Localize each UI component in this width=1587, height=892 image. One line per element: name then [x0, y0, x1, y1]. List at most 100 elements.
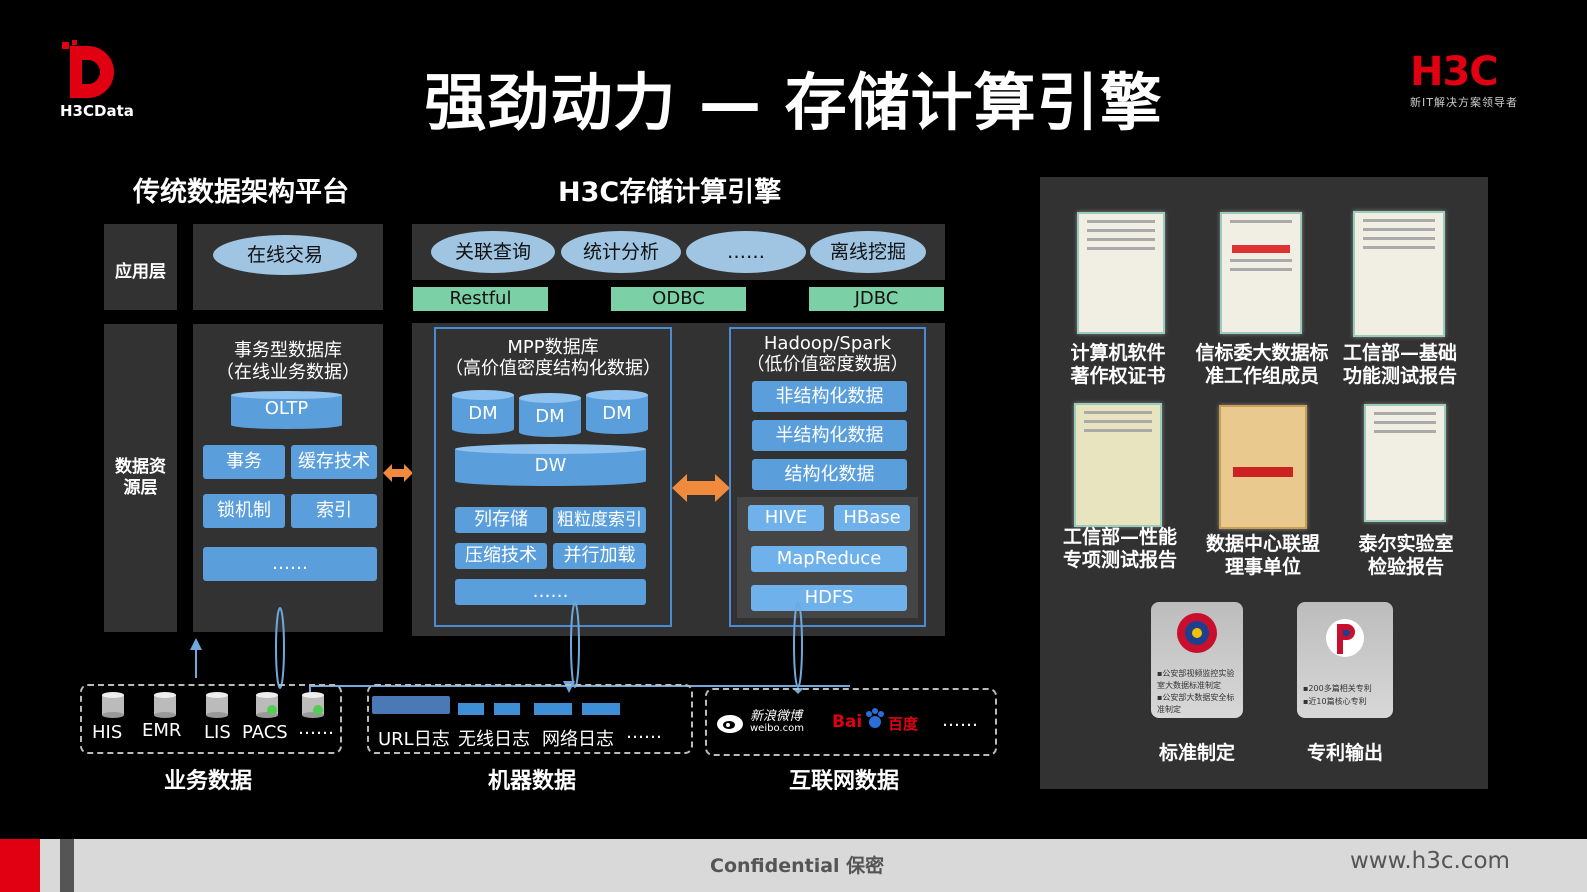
- h3cdata-logo: H3CData: [60, 40, 134, 122]
- center-bidirectional-arrow: [672, 474, 730, 502]
- dw-cylinder-shape: [455, 444, 646, 486]
- cert-caption-1: 计算机软件 著作权证书: [1070, 342, 1166, 387]
- interface-restful: Restful: [413, 287, 548, 311]
- source-url-log: URL日志: [378, 729, 450, 750]
- online-tx-panel: 在线交易: [193, 224, 383, 310]
- tx-db-title: 事务型数据库 （在线业务数据）: [216, 340, 360, 383]
- h3cdata-logo-mark: [62, 40, 114, 98]
- standards-line: ▪公安部大数据安全标: [1157, 693, 1235, 702]
- wifi-device-icon: [494, 703, 520, 715]
- certificate-image: [1353, 211, 1445, 337]
- internet-data-label: 互联网数据: [789, 769, 900, 794]
- dw-cylinder: DW: [455, 444, 646, 486]
- source-lis: LIS: [204, 722, 231, 743]
- mpp-more: ……: [455, 579, 646, 605]
- data-source-layer-label: 数据资 源层: [115, 457, 166, 498]
- dm-cylinder-2: DM: [519, 393, 581, 437]
- oltp-cylinder: OLTP: [231, 391, 342, 429]
- left-bidirectional-arrow: [383, 464, 413, 482]
- tx-item-cache: 缓存技术: [291, 445, 377, 479]
- mpp-coarse-index: 粗粒度索引: [553, 507, 646, 533]
- database-icon: [302, 692, 324, 718]
- router-device-icon: [372, 696, 450, 714]
- switch-device-icon: [582, 703, 620, 715]
- dm-label-2: DM: [535, 406, 565, 427]
- mpp-parallel-load: 并行加载: [553, 543, 646, 569]
- weibo-domain: weibo.com: [750, 723, 804, 734]
- source-network-log: 网络日志: [542, 729, 614, 750]
- tx-item-more: ……: [203, 547, 377, 581]
- dm-cylinder-3-shape: [586, 390, 648, 434]
- cert-caption-2: 信标委大数据标 准工作组成员: [1195, 342, 1329, 387]
- tx-item-index: 索引: [291, 494, 377, 528]
- oltp-label: OLTP: [264, 398, 309, 419]
- weibo-text: 新浪微博: [750, 709, 803, 724]
- logo-left-text: H3CData: [60, 102, 134, 120]
- dm-label-1: DM: [468, 403, 498, 424]
- hadoop-hbase: HBase: [834, 505, 910, 531]
- dw-label: DW: [534, 455, 567, 476]
- mpp-column-store: 列存储: [455, 507, 547, 533]
- app-offline-mining: 离线挖掘: [810, 231, 926, 273]
- cert-caption-5: 数据中心联盟 理事单位: [1205, 533, 1320, 578]
- left-section-title: 传统数据架构平台: [133, 177, 349, 208]
- certificate-image: [1074, 403, 1162, 527]
- baidu-chinese-text: 百度: [888, 715, 919, 733]
- data-source-layer-label-box: 数据资 源层: [104, 324, 177, 632]
- dm-cylinder-1: DM: [452, 390, 514, 434]
- source-machine-more: ……: [626, 722, 662, 743]
- standards-card: ▪公安部视频监控实验 室大数据标准制定 ▪公安部大数据安全标 准制定: [1151, 602, 1243, 718]
- tx-item-lock: 锁机制: [203, 494, 285, 528]
- mpp-frame: MPP数据库 （高价值密度结构化数据）: [434, 327, 672, 627]
- standards-line: 准制定: [1157, 705, 1181, 714]
- weibo-icon: [717, 715, 743, 733]
- hadoop-mapreduce: MapReduce: [751, 546, 907, 572]
- tx-item-transaction: 事务: [203, 445, 285, 479]
- oltp-cylinder-shape: [231, 391, 342, 429]
- patents-line: ▪200多篇相关专利: [1303, 684, 1372, 693]
- cert-caption-3: 工信部—基础 功能测试报告: [1342, 342, 1457, 387]
- database-icon: [256, 692, 278, 718]
- cert-caption-6: 泰尔实验室 检验报告: [1358, 533, 1454, 578]
- h3c-logo: H3C 新IT解决方案领导者: [1410, 52, 1530, 110]
- source-business-more: ……: [298, 718, 334, 739]
- baidu-logo-text: Bai: [832, 712, 863, 732]
- h3c-brand: H3C: [1410, 49, 1499, 95]
- patents-label: 专利输出: [1306, 742, 1383, 764]
- hadoop-unstructured: 非结构化数据: [752, 381, 907, 412]
- footer-bar: Confidential 保密 www.h3c.com: [0, 839, 1587, 892]
- hadoop-semistructured: 半结构化数据: [752, 420, 907, 451]
- app-row-panel: 关联查询 统计分析 …… 离线挖掘: [412, 224, 945, 280]
- certificate-image: [1220, 212, 1302, 334]
- dm-label-3: DM: [602, 403, 632, 424]
- app-more: ……: [686, 231, 806, 273]
- business-data-label: 业务数据: [164, 769, 253, 794]
- hadoop-structured: 结构化数据: [752, 459, 907, 490]
- footer-confidential: Confidential 保密: [710, 855, 885, 877]
- certificate-image: [1077, 212, 1165, 334]
- machine-data-group: [367, 684, 693, 754]
- footer-url[interactable]: www.h3c.com: [1350, 848, 1510, 874]
- switch-device-icon: [534, 703, 572, 715]
- interface-jdbc: JDBC: [809, 287, 944, 311]
- source-pacs: PACS: [242, 722, 288, 743]
- hadoop-hdfs: HDFS: [751, 585, 907, 611]
- patents-line: ▪近10篇核心专利: [1303, 697, 1367, 706]
- source-wireless-log: 无线日志: [458, 729, 530, 750]
- police-badge-icon: [1177, 613, 1217, 653]
- machine-data-label: 机器数据: [488, 769, 577, 794]
- app-layer-label: 应用层: [115, 262, 166, 282]
- mpp-title: MPP数据库 （高价值密度结构化数据）: [445, 337, 661, 379]
- certificate-image: [1219, 405, 1307, 529]
- patents-card: ▪200多篇相关专利 ▪近10篇核心专利: [1297, 602, 1393, 718]
- database-icon: [154, 692, 176, 718]
- source-emr: EMR: [142, 720, 182, 741]
- app-layer-label-box: 应用层: [104, 224, 177, 310]
- business-data-group: [80, 684, 342, 754]
- source-internet-more: ……: [942, 710, 978, 731]
- dm-cylinder-3: DM: [586, 390, 648, 434]
- internet-data-group: [705, 688, 997, 756]
- footer-gray-block: [60, 839, 74, 892]
- hadoop-frame: Hadoop/Spark （低价值密度数据）: [729, 327, 926, 627]
